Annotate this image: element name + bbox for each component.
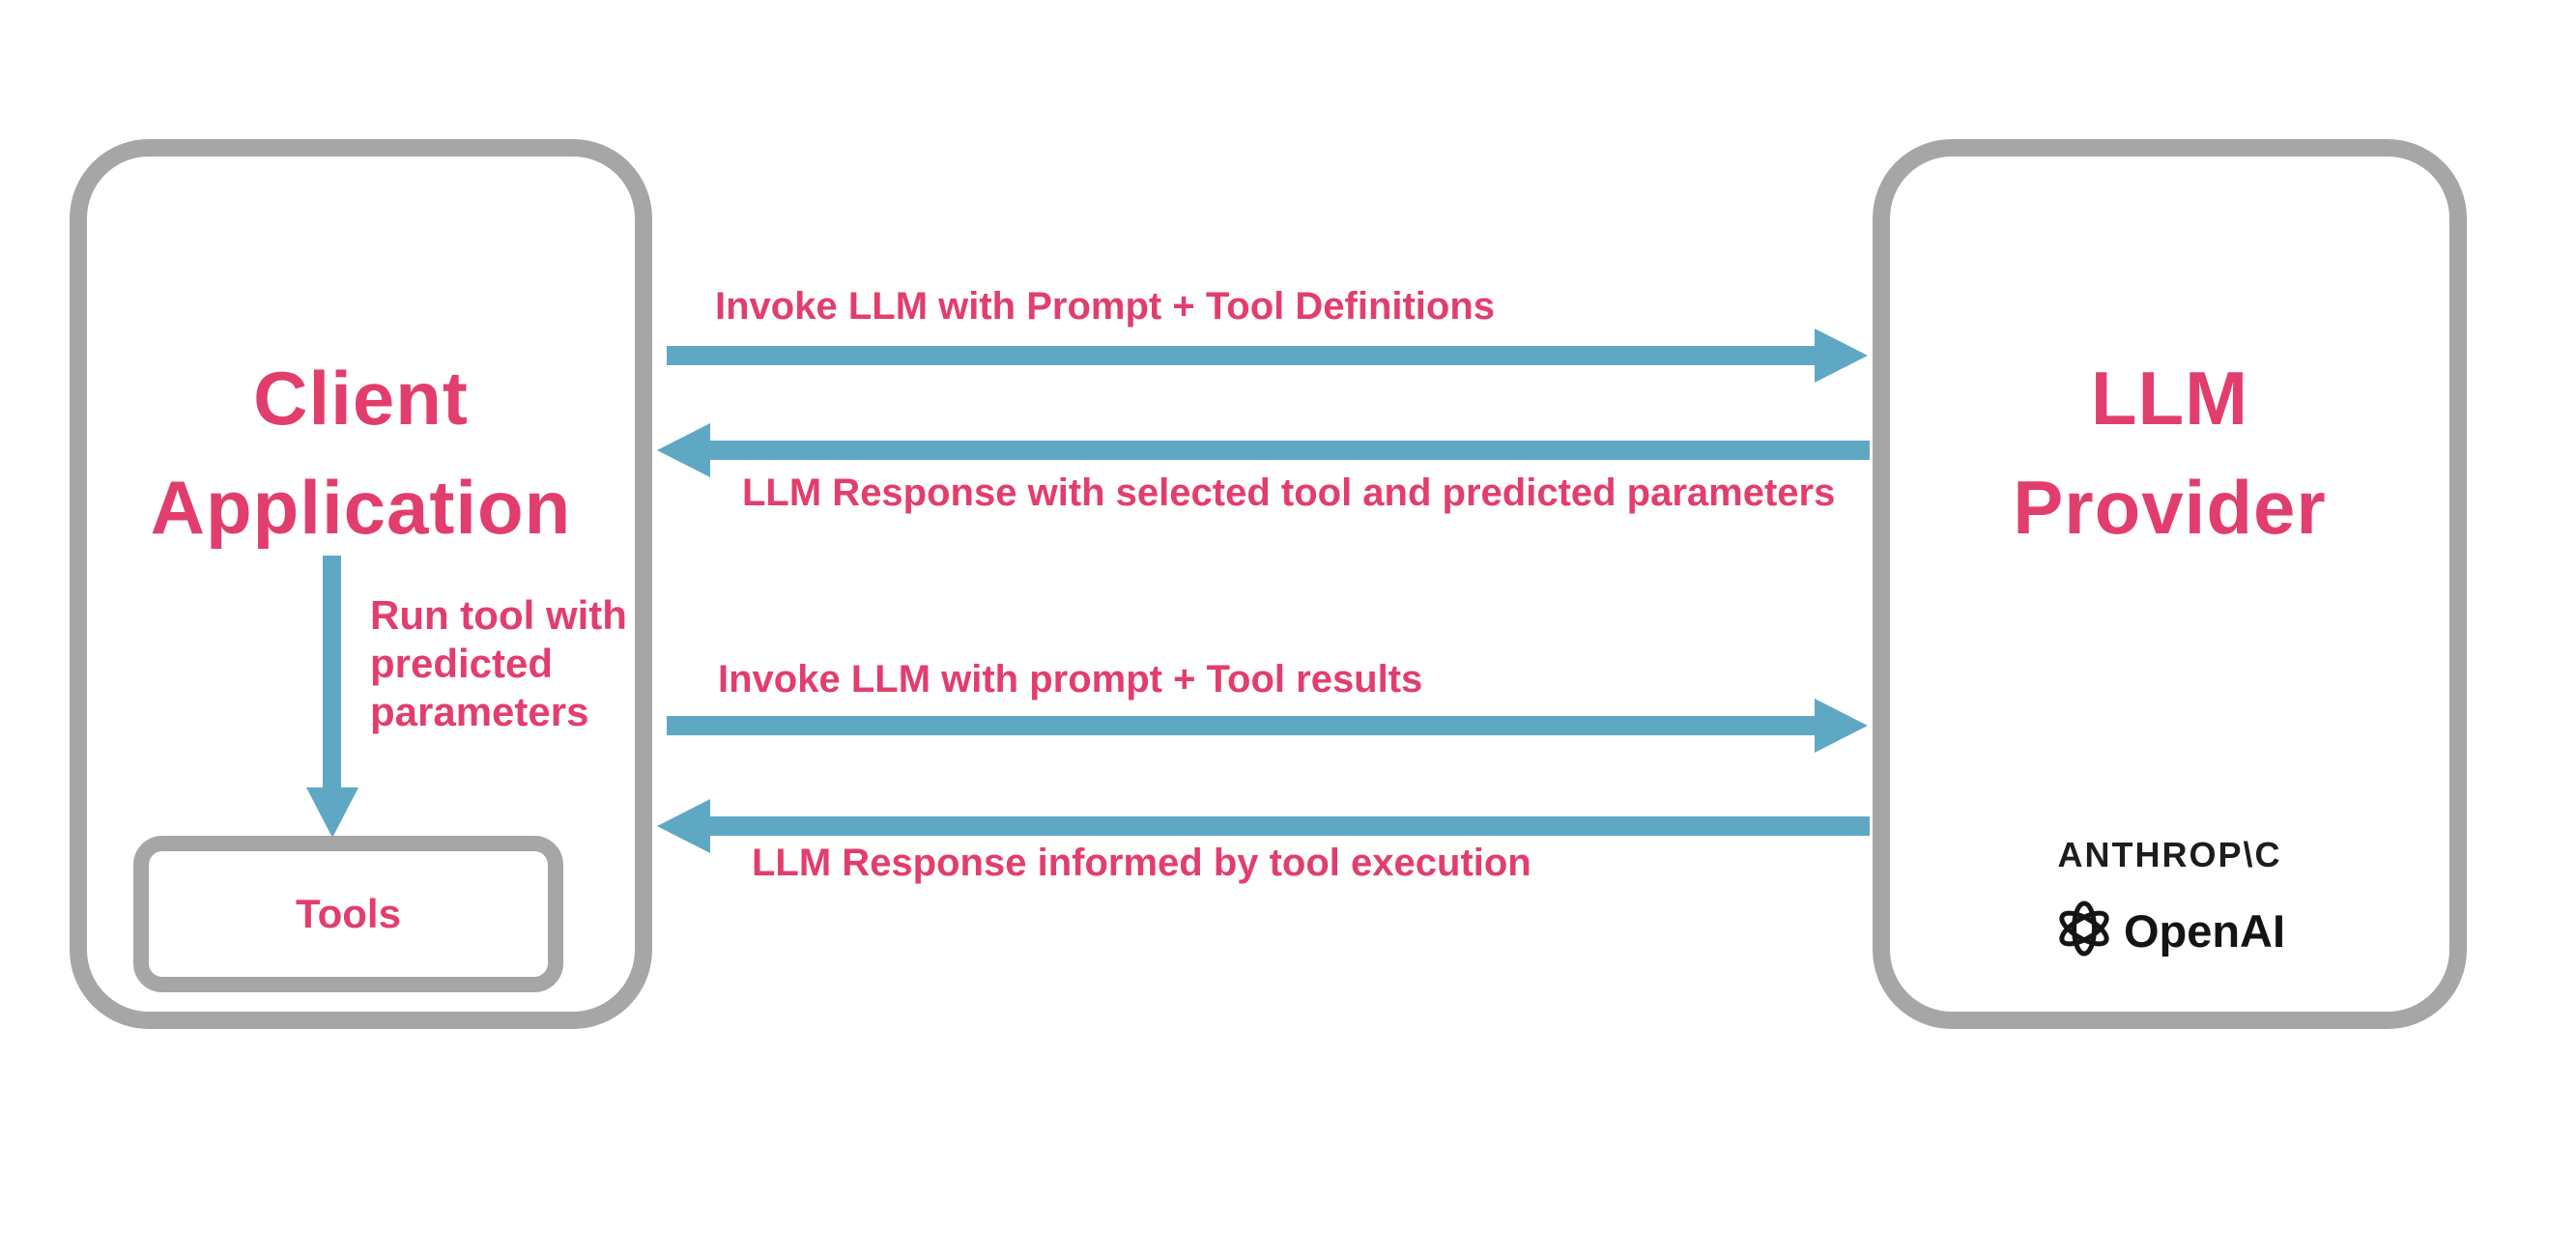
arrow-right-1-head-icon bbox=[1815, 329, 1868, 383]
run-tool-label: Run tool with predicted parameters bbox=[370, 592, 627, 734]
arrow-right-3-head-icon bbox=[1815, 699, 1868, 753]
client-title-line1: Client bbox=[253, 356, 469, 441]
run-tool-arrow-shaft bbox=[323, 556, 341, 789]
openai-wordmark: OpenAI bbox=[2123, 905, 2286, 957]
llm-provider-title: LLM Provider bbox=[1873, 344, 2467, 562]
run-tool-arrow-head-icon bbox=[306, 787, 358, 838]
arrow-right-3-shaft bbox=[667, 716, 1815, 735]
openai-flower-icon bbox=[2054, 899, 2114, 963]
arrow-label-invoke-definitions: Invoke LLM with Prompt + Tool Definition… bbox=[715, 285, 1496, 328]
arrow-left-2-head-icon bbox=[657, 423, 710, 477]
arrow-label-invoke-results: Invoke LLM with prompt + Tool results bbox=[718, 658, 1423, 700]
arrow-label-response-selected-tool: LLM Response with selected tool and pred… bbox=[742, 472, 1836, 514]
arrow-left-4-shaft bbox=[710, 816, 1870, 836]
tools-box-label: Tools bbox=[296, 891, 401, 936]
anthropic-wordmark: ANTHROP\C bbox=[2057, 835, 2282, 874]
llm-title-line1: LLM bbox=[2090, 356, 2249, 441]
arrow-right-1-shaft bbox=[667, 346, 1815, 365]
arrow-left-4-head-icon bbox=[657, 799, 710, 853]
llm-title-line2: Provider bbox=[2013, 465, 2327, 550]
client-title-line2: Application bbox=[150, 465, 572, 550]
tools-box: Tools bbox=[133, 836, 563, 992]
client-application-title: Client Application bbox=[70, 344, 652, 562]
openai-logo-row: OpenAI bbox=[1873, 899, 2467, 963]
arrow-label-response-informed: LLM Response informed by tool execution bbox=[752, 842, 1531, 884]
llm-provider-box bbox=[1873, 139, 2467, 1029]
arrow-left-2-shaft bbox=[710, 441, 1870, 460]
